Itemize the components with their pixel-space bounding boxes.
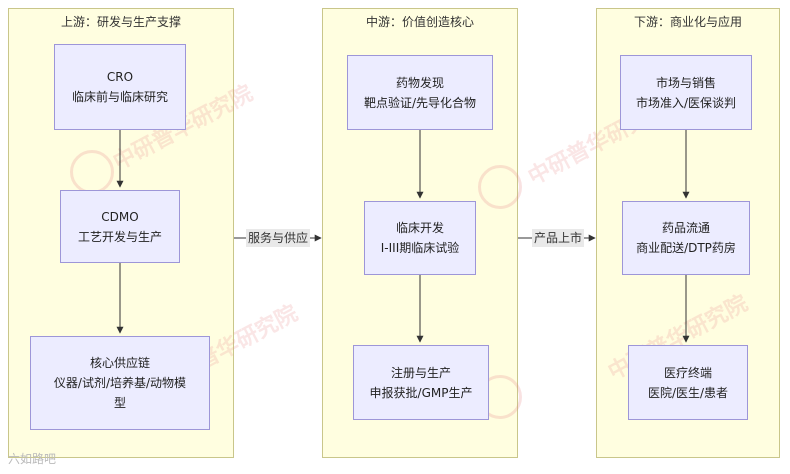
node-clinical-development[interactable]: 临床开发 I-III期临床试验 [364, 201, 476, 275]
node-subtitle: 市场准入/医保谈判 [635, 95, 737, 110]
node-title: 药品流通 [661, 221, 710, 235]
node-title: 市场与销售 [655, 75, 716, 90]
node-subtitle: 医院/医生/患者 [647, 385, 729, 400]
node-drug-distribution[interactable]: 药品流通 商业配送/DTP药房 [622, 201, 750, 275]
lane-title-midstream: 中游：价值创造核心 [365, 15, 474, 29]
node-medical-terminal[interactable]: 医疗终端 医院/医生/患者 [628, 345, 748, 420]
node-cro[interactable]: CRO 临床前与临床研究 [54, 44, 186, 130]
edge-label-services-supply: 服务与供应 [246, 229, 311, 247]
node-drug-discovery[interactable]: 药物发现 靶点验证/先导化合物 [347, 55, 493, 130]
node-title: 临床开发 [395, 221, 444, 235]
node-subtitle: 仪器/试剂/培养基/动物模 [53, 376, 187, 390]
node-market-sales[interactable]: 市场与销售 市场准入/医保谈判 [620, 55, 752, 130]
lane-title-downstream: 下游：商业化与应用 [633, 15, 742, 29]
node-cdmo[interactable]: CDMO 工艺开发与生产 [60, 190, 180, 263]
node-subtitle-cont: 型 [113, 396, 126, 410]
node-title: CRO [106, 70, 134, 84]
node-registration-production[interactable]: 注册与生产 申报获批/GMP生产 [353, 345, 489, 420]
node-subtitle: 临床前与临床研究 [71, 90, 168, 104]
node-subtitle: 工艺开发与生产 [77, 229, 162, 244]
node-subtitle: 靶点验证/先导化合物 [363, 95, 477, 110]
node-title: 注册与生产 [390, 365, 451, 380]
footer-logo: 六如路吧 [8, 452, 57, 466]
node-subtitle: I-III期临床试验 [380, 241, 460, 255]
lane-title-upstream: 上游：研发与生产支撑 [60, 15, 181, 29]
node-title: 医疗终端 [663, 365, 712, 380]
edge-label-product-launch: 产品上市 [532, 229, 585, 247]
node-core-supply-chain[interactable]: 核心供应链 仪器/试剂/培养基/动物模 型 [30, 336, 210, 430]
node-title: CDMO [101, 209, 139, 224]
node-title: 核心供应链 [89, 356, 150, 370]
node-title: 药物发现 [395, 75, 444, 90]
node-subtitle: 商业配送/DTP药房 [636, 241, 736, 255]
node-subtitle: 申报获批/GMP生产 [369, 385, 473, 400]
